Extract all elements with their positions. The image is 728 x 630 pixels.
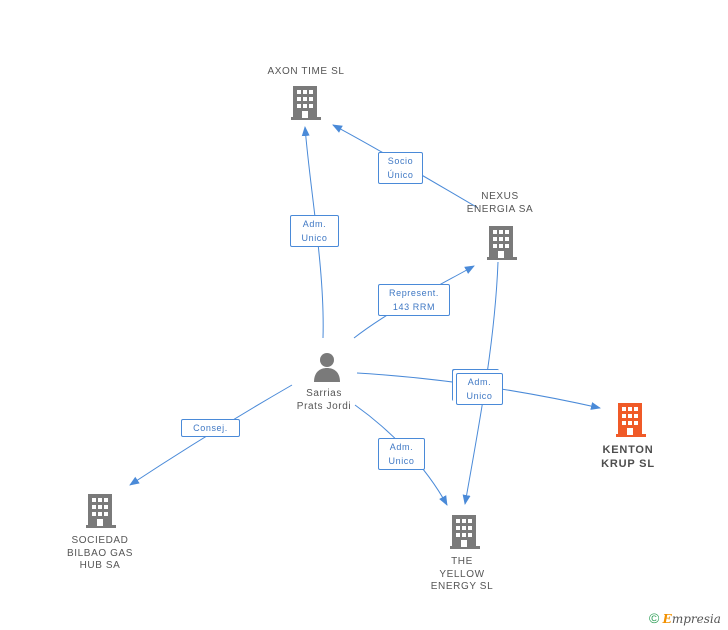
person-icon[interactable] [312,352,342,382]
edge-label-consej[interactable]: Consej. [181,419,240,437]
node-label-sociedad-bilbao-gas[interactable]: SOCIEDAD BILBAO GAS HUB SA [66,535,134,571]
node-label-the-yellow-energy[interactable]: THE YELLOW ENERGY SL [430,556,494,592]
building-icon[interactable] [86,494,116,528]
copyright-icon: © [649,610,660,626]
empresia-logo[interactable]: Empresia [662,612,721,626]
node-label-kenton-krup[interactable]: KENTON KRUP SL [601,444,655,470]
edge-label-adm-unico-axon[interactable]: Adm. Unico [290,215,339,247]
building-icon[interactable] [291,86,321,120]
node-label-nexus-energia[interactable]: NEXUS ENERGIA SA [466,191,534,215]
edge-label-represent-143-rrm[interactable]: Represent. 143 RRM [378,284,450,316]
building-icon[interactable] [450,515,480,549]
edge-label-adm-unico-yellow[interactable]: Adm. Unico [378,438,425,470]
building-icon-highlighted[interactable] [616,403,646,437]
node-label-axon-time[interactable]: AXON TIME SL [267,66,345,77]
edge-label-adm-unico-kenton[interactable]: Adm. Unico [456,373,503,405]
node-label-sarrias-prats-jordi[interactable]: Sarrias Prats Jordi [296,388,352,412]
building-icon[interactable] [487,226,517,260]
edge-label-socio-unico[interactable]: Socio Único [378,152,423,184]
copyright-footer: © Empresia [649,610,721,626]
